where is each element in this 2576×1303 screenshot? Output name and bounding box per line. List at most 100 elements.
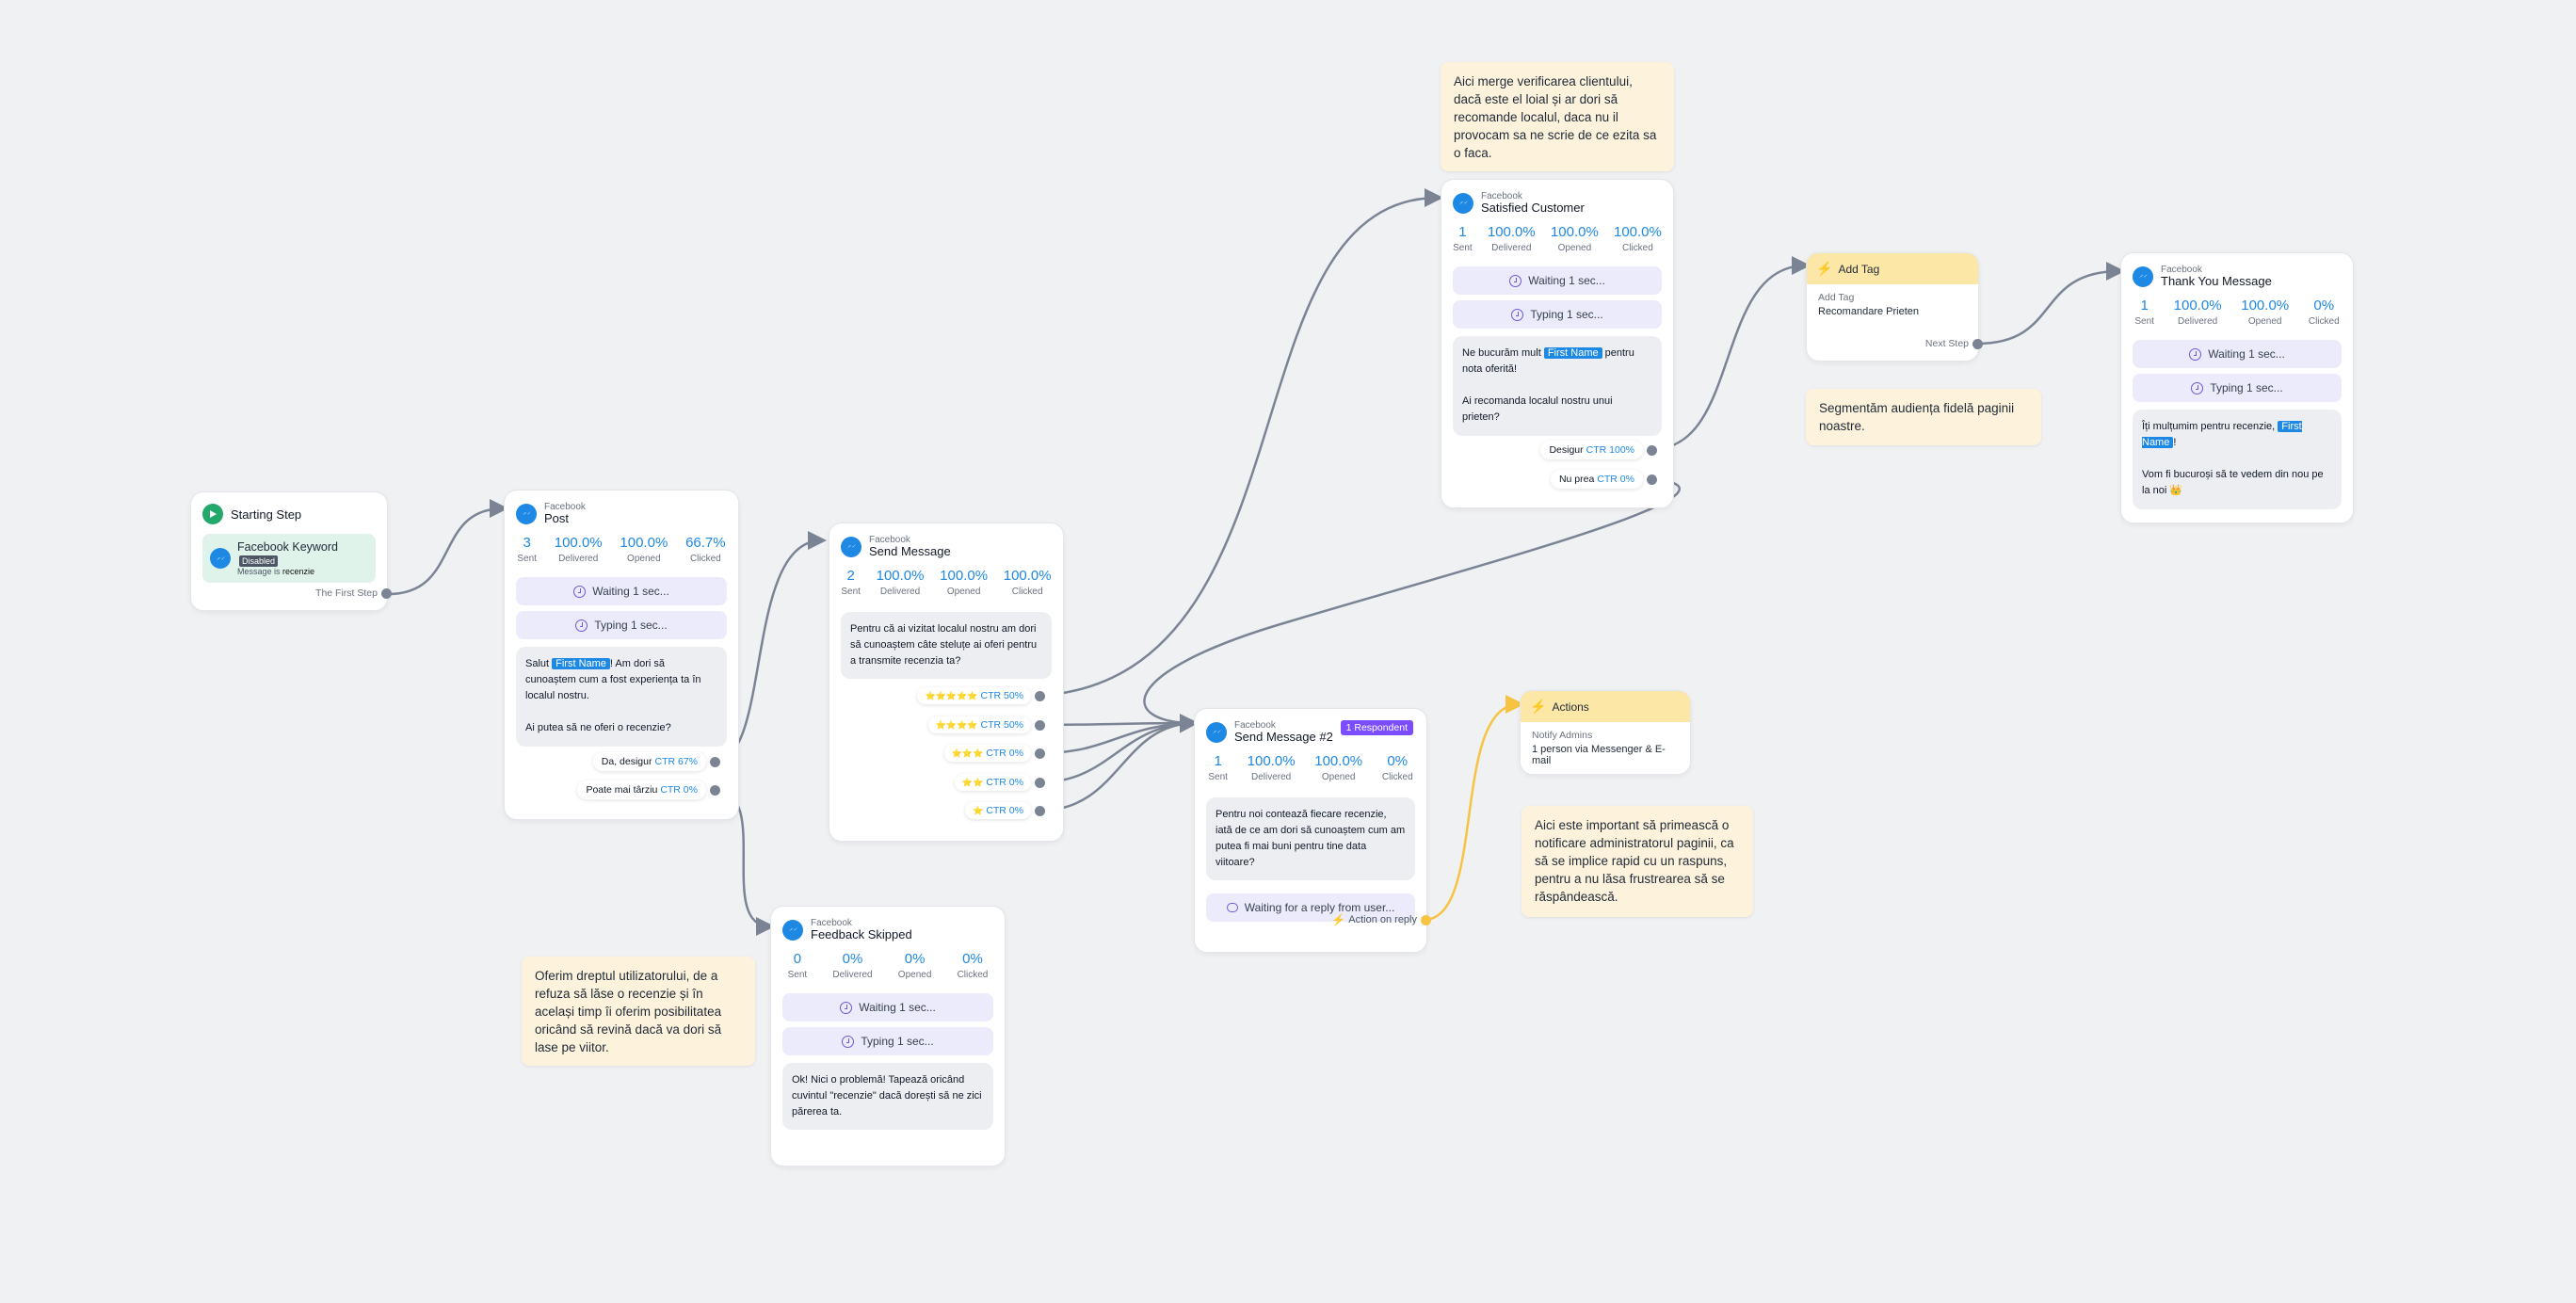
starting-step-node[interactable]: Starting Step Facebook Keyword Disabled … <box>190 491 388 611</box>
typing-block[interactable]: Typing 1 sec... <box>2133 374 2342 403</box>
node-title: Send Message #2 <box>1234 730 1333 744</box>
node-source: Facebook <box>2161 265 2202 275</box>
stars-icon: ⭐⭐⭐⭐ <box>935 720 978 730</box>
rating-button[interactable]: ⭐⭐⭐CTR 0% <box>847 745 1045 762</box>
stat-delivered: 100.0% <box>876 568 925 585</box>
stat-opened: 0% <box>904 951 926 968</box>
stat-clicked: 66.7% <box>685 535 726 552</box>
action-value: 1 person via Messenger & E-mail <box>1532 744 1666 766</box>
output-dot[interactable] <box>1035 719 1045 731</box>
message-part: ! Am dori să cunoaștem cum a fost experi… <box>525 658 701 702</box>
wait-block[interactable]: Waiting 1 sec... <box>1453 266 1662 296</box>
wait-label: Waiting 1 sec... <box>592 585 669 599</box>
stat-clicked: 100.0% <box>1003 568 1052 585</box>
message-text[interactable]: Pentru noi contează fiecare recenzie, ia… <box>1206 797 1415 881</box>
first-name-tag: First Name <box>552 658 610 670</box>
output-dot[interactable] <box>1972 338 1983 349</box>
next-step-label: Next Step <box>1924 338 1969 349</box>
keyword-trigger[interactable]: Facebook Keyword Disabled Message is rec… <box>202 534 376 583</box>
wait-reply-block[interactable]: Waiting for a reply from user... <box>1206 893 1415 923</box>
output-dot[interactable] <box>1647 444 1657 456</box>
note-skip-option[interactable]: Oferim dreptul utilizatorului, de a refu… <box>522 957 755 1066</box>
clock-icon <box>575 619 588 632</box>
output-dot[interactable] <box>1035 805 1045 816</box>
stat-sent: 1 <box>2140 298 2149 314</box>
node-source: Facebook <box>811 918 852 928</box>
bolt-icon: ⚡ <box>1530 699 1547 714</box>
button-ctr: CTR 50% <box>980 690 1023 701</box>
rating-button[interactable]: ⭐⭐CTR 0% <box>847 774 1045 791</box>
typing-block[interactable]: Typing 1 sec... <box>782 1027 993 1056</box>
button-label: Poate mai târziu <box>586 784 658 796</box>
tag-action-label: Add Tag <box>1818 292 1855 303</box>
bolt-icon: ⚡ <box>1331 913 1346 926</box>
messenger-icon <box>516 503 537 524</box>
typing-block[interactable]: Typing 1 sec... <box>1453 300 1662 330</box>
output-dot[interactable] <box>1035 690 1045 701</box>
node-title: Satisfied Customer <box>1481 201 1585 215</box>
wait-block[interactable]: Waiting 1 sec... <box>2133 340 2342 369</box>
message-text[interactable]: Ne bucurăm mult First Name pentru nota o… <box>1453 336 1662 436</box>
action-on-reply-output[interactable]: ⚡ Action on reply <box>1299 913 1431 926</box>
button-label: Nu prea <box>1558 474 1595 485</box>
message-text[interactable]: Ok! Nici o problemă! Tapează oricând cuv… <box>782 1063 993 1131</box>
stars-icon: ⭐ <box>973 806 984 815</box>
message-part: Ai putea să ne oferi o recenzie? <box>525 722 671 734</box>
output-dot[interactable] <box>1647 474 1657 485</box>
clock-icon <box>2189 347 2202 361</box>
stat-label: Delivered <box>1250 772 1292 783</box>
first-step-label: The First Step <box>315 587 378 599</box>
clock-icon <box>2191 381 2204 394</box>
actions-node[interactable]: ⚡Actions Notify Admins 1 person via Mess… <box>1520 690 1691 775</box>
stat-label: Delivered <box>832 970 873 981</box>
wait-block[interactable]: Waiting 1 sec... <box>782 993 993 1022</box>
stat-sent: 1 <box>1214 753 1222 770</box>
message-text[interactable]: Pentru că ai vizitat localul nostru am d… <box>841 612 1052 680</box>
typing-block[interactable]: Typing 1 sec... <box>516 611 727 640</box>
message-text[interactable]: Salut First Name! Am dori să cunoaștem c… <box>516 647 727 747</box>
rating-button[interactable]: ⭐⭐⭐⭐CTR 50% <box>847 716 1045 733</box>
message-part: Ne bucurăm mult <box>1462 347 1544 360</box>
wait-block[interactable]: Waiting 1 sec... <box>516 577 727 606</box>
next-step-output[interactable]: Next Step <box>1883 338 1983 349</box>
output-dot[interactable] <box>381 587 392 599</box>
stat-label: Opened <box>1321 772 1356 783</box>
note-customer-check[interactable]: Aici merge verificarea clientului, dacă … <box>1441 62 1674 171</box>
first-step-output[interactable]: The First Step <box>282 587 392 599</box>
node-title: Post <box>544 511 570 525</box>
actions-header: ⚡Actions <box>1521 691 1690 722</box>
add-tag-node[interactable]: ⚡Add Tag Add Tag Recomandare Prieten <box>1806 252 1979 362</box>
messenger-icon <box>210 548 231 569</box>
output-dot[interactable] <box>1421 914 1431 925</box>
message-text[interactable]: Îți mulțumim pentru recenzie, First Name… <box>2133 410 2342 509</box>
node-title: Thank You Message <box>2161 274 2272 288</box>
output-dot[interactable] <box>710 784 720 796</box>
stat-clicked: 0% <box>2313 298 2335 314</box>
message-part: pentru nota oferită! <box>1462 347 1634 376</box>
rating-button[interactable]: ⭐CTR 0% <box>847 802 1045 819</box>
message-part: Vom fi bucuroși să te vedem din nou pe l… <box>2142 469 2324 497</box>
stars-icon: ⭐⭐⭐⭐⭐ <box>925 691 978 700</box>
stat-label: Delivered <box>1491 243 1532 254</box>
stat-label: Opened <box>946 587 981 598</box>
respondent-badge[interactable]: 1 Respondent <box>1340 720 1413 735</box>
stat-label: Opened <box>897 970 932 981</box>
button-ctr: CTR 100% <box>1586 444 1634 456</box>
output-dot[interactable] <box>710 756 720 767</box>
note-segment[interactable]: Segmentăm audiența fidelă paginii noastr… <box>1806 389 2041 445</box>
output-dot[interactable] <box>1035 777 1045 788</box>
output-dot[interactable] <box>1035 748 1045 759</box>
note-admin-notify[interactable]: Aici este important să primească o notif… <box>1521 806 1753 917</box>
rating-button[interactable]: ⭐⭐⭐⭐⭐CTR 50% <box>847 687 1045 704</box>
message-part: Îți mulțumim pentru recenzie, <box>2142 421 2278 433</box>
